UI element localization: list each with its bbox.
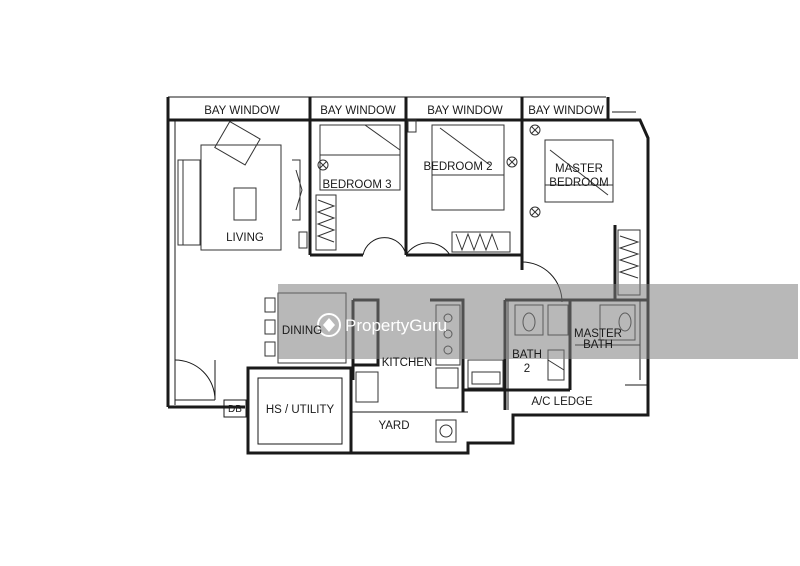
lamp-icons [317, 124, 541, 218]
label-bay-window-bedroom3: BAY WINDOW [320, 105, 396, 117]
watermark-logo-icon [317, 313, 341, 337]
label-living: LIVING [226, 232, 264, 244]
label-bay-window-master: BAY WINDOW [528, 105, 604, 117]
label-db: DB [228, 404, 242, 415]
bedroom-furniture [315, 119, 641, 296]
watermark-band [278, 284, 798, 359]
label-hs-utility: HS / UTILITY [266, 404, 335, 416]
label-master-bedroom-line1: MASTER [555, 163, 603, 175]
living-furniture [177, 120, 308, 251]
label-master-bath-line2: BATH [583, 339, 613, 351]
label-dining: DINING [282, 325, 322, 337]
label-master-bath-line1: MASTER [574, 328, 622, 340]
label-master-bedroom-line2: BEDROOM [549, 177, 608, 189]
label-kitchen: KITCHEN [382, 357, 432, 369]
label-bath2-line2: 2 [524, 363, 530, 375]
exterior-walls [166, 96, 650, 455]
label-bay-window-bedroom2: BAY WINDOW [427, 105, 503, 117]
label-bedroom2: BEDROOM 2 [423, 161, 492, 173]
label-bath2-line1: BATH [512, 349, 542, 361]
label-ac-ledge: A/C LEDGE [531, 396, 593, 408]
watermark-text: PropertyGuru [345, 316, 447, 335]
label-bay-window-living: BAY WINDOW [204, 105, 280, 117]
label-yard: YARD [378, 420, 409, 432]
label-bedroom3: BEDROOM 3 [322, 179, 391, 191]
